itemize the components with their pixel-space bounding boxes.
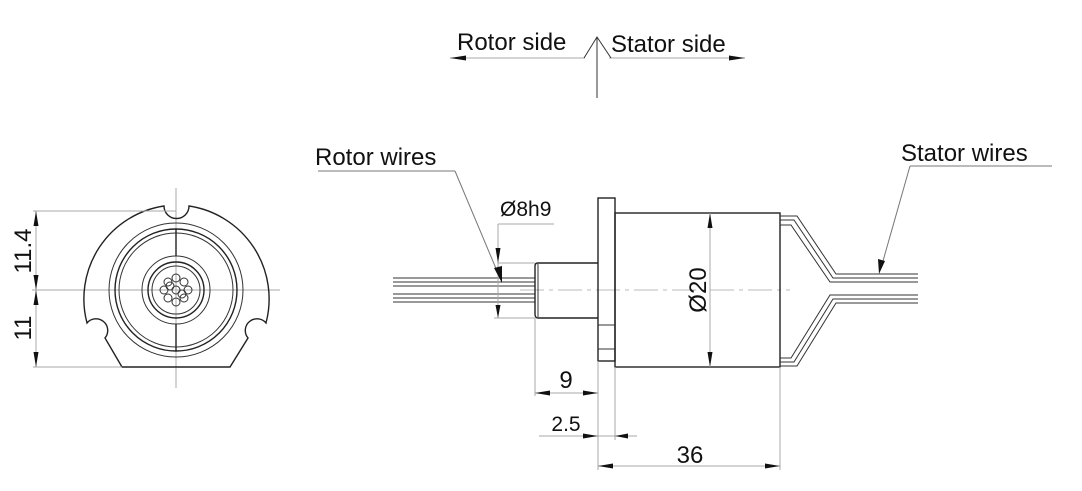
rotor-callout-leader (454, 170, 501, 279)
dim-arrow-icon (583, 390, 598, 396)
direction-indicator: Rotor side Stator side (450, 29, 745, 98)
shaft-inner-ring (151, 265, 201, 315)
dim-arrow-icon (615, 433, 628, 439)
front-view: 11.4 11 (10, 188, 280, 388)
flange-outline (83, 205, 270, 368)
shaft-ring (147, 261, 205, 319)
body (614, 212, 781, 368)
stator-side-arrow-icon (729, 55, 745, 61)
dim-arrow-icon (765, 463, 780, 469)
rotor-side-label: Rotor side (457, 29, 566, 56)
dim-flange-thickness: 2.5 (551, 413, 580, 436)
dim-arrow-icon (495, 248, 501, 263)
dim-lower-height: 11 (10, 316, 37, 341)
dim-arrow-icon (33, 352, 39, 367)
dim-arrow-icon (33, 290, 39, 305)
wire-bundle-icon (159, 273, 193, 307)
dim-arrow-icon (33, 211, 39, 226)
dim-arrow-icon (535, 390, 550, 396)
dim-arrow-icon (583, 433, 598, 439)
flange (597, 197, 616, 362)
dim-arrow-icon (707, 213, 713, 228)
shaft (534, 262, 598, 319)
dim-body-diameter: Ø20 (685, 267, 712, 312)
side-view: Ø8h9 Ø20 9 2.5 36 (393, 197, 918, 470)
dim-upper-height: 11.4 (10, 229, 37, 274)
stator-side-label: Stator side (611, 31, 726, 58)
stator-callout-arrow-icon (878, 259, 885, 274)
dim-arrow-icon (707, 352, 713, 367)
rotor-side-arrow-icon (450, 55, 466, 61)
rotor-callout-arrow-icon (494, 266, 502, 283)
dim-shaft-diameter: Ø8h9 (500, 198, 551, 221)
rotor-wires-label: Rotor wires (315, 144, 436, 171)
dim-arrow-icon (495, 305, 501, 318)
dim-arrow-icon (598, 463, 613, 469)
rotor-wires-callout: Rotor wires (315, 144, 502, 283)
stator-wires (780, 215, 918, 367)
dim-shaft-length: 9 (559, 367, 572, 394)
outer-ring (108, 222, 244, 358)
stator-wires-callout: Stator wires (878, 140, 1052, 274)
stator-callout-leader (880, 165, 911, 269)
rotor-wires (393, 277, 535, 303)
dim-arrow-icon (33, 275, 39, 290)
dim-body-length: 36 (677, 442, 704, 469)
stator-wires-label: Stator wires (901, 140, 1028, 167)
